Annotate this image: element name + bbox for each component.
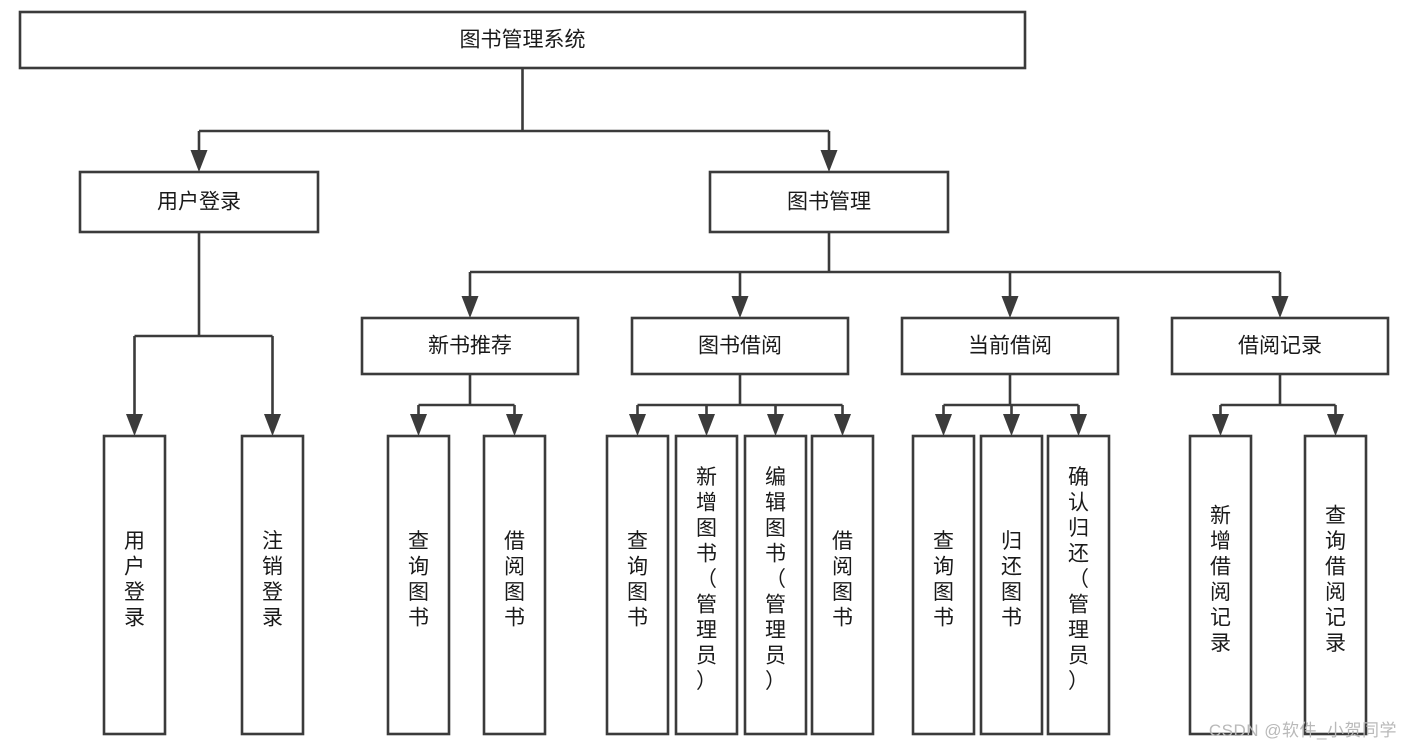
arrow-down-icon xyxy=(264,414,281,436)
node-book-management[interactable]: 图书管理 xyxy=(708,170,950,234)
node-new-book-recommend[interactable]: 新书推荐 xyxy=(360,316,580,376)
node-label-book-borrow: 图书借阅 xyxy=(698,335,782,358)
arrow-down-icon xyxy=(190,150,208,172)
node-box-borrow-borrow-book xyxy=(810,434,875,736)
node-label-records-query: 查询借阅记录 xyxy=(1325,504,1346,655)
node-box-records-add xyxy=(1188,434,1253,736)
node-box-current-confirm-return xyxy=(1046,434,1111,736)
arrow-down-icon xyxy=(461,296,479,318)
node-box-borrow-query-book xyxy=(605,434,670,736)
node-label-user-logout-leaf: 注销登录 xyxy=(262,530,283,630)
node-box-current-borrow xyxy=(900,316,1120,376)
node-borrow-records[interactable]: 借阅记录 xyxy=(1170,316,1390,376)
node-label-current-return-book: 归还图书 xyxy=(1001,530,1022,630)
node-box-borrow-records xyxy=(1170,316,1390,376)
node-label-recommend-borrow-book: 借阅图书 xyxy=(504,530,525,630)
arrow-down-icon xyxy=(410,414,427,436)
node-box-current-query-book xyxy=(911,434,976,736)
node-borrow-edit-book[interactable]: 编辑图书（管理员） xyxy=(743,434,808,736)
arrow-down-icon xyxy=(1003,414,1020,436)
node-current-confirm-return[interactable]: 确认归还（管理员） xyxy=(1046,434,1111,736)
arrow-down-icon xyxy=(698,414,715,436)
node-box-records-query xyxy=(1303,434,1368,736)
arrow-down-icon xyxy=(1212,414,1229,436)
node-label-book-management: 图书管理 xyxy=(787,191,871,214)
arrow-down-icon xyxy=(506,414,523,436)
node-label-borrow-borrow-book: 借阅图书 xyxy=(832,530,853,630)
node-records-add[interactable]: 新增借阅记录 xyxy=(1188,434,1253,736)
node-label-new-book-recommend: 新书推荐 xyxy=(428,335,512,358)
node-box-user-logout-leaf xyxy=(240,434,305,736)
node-recommend-borrow-book[interactable]: 借阅图书 xyxy=(482,434,547,736)
node-user-logout-leaf[interactable]: 注销登录 xyxy=(240,434,305,736)
arrow-down-icon xyxy=(935,414,952,436)
node-records-query[interactable]: 查询借阅记录 xyxy=(1303,434,1368,736)
node-borrow-query-book[interactable]: 查询图书 xyxy=(605,434,670,736)
node-current-borrow[interactable]: 当前借阅 xyxy=(900,316,1120,376)
arrow-down-icon xyxy=(126,414,143,436)
node-label-current-borrow: 当前借阅 xyxy=(968,335,1052,358)
arrow-down-icon xyxy=(767,414,784,436)
node-box-borrow-edit-book xyxy=(743,434,808,736)
node-book-borrow[interactable]: 图书借阅 xyxy=(630,316,850,376)
node-label-user-login-leaf: 用户登录 xyxy=(124,530,145,630)
node-label-root: 图书管理系统 xyxy=(460,29,586,52)
node-recommend-query-book[interactable]: 查询图书 xyxy=(386,434,451,736)
node-label-borrow-add-book: 新增图书（管理员） xyxy=(696,466,717,693)
node-box-recommend-borrow-book xyxy=(482,434,547,736)
arrow-down-icon xyxy=(834,414,851,436)
arrow-down-icon xyxy=(820,150,838,172)
node-box-borrow-add-book xyxy=(674,434,739,736)
node-box-user-login-leaf xyxy=(102,434,167,736)
node-user-login-leaf[interactable]: 用户登录 xyxy=(102,434,167,736)
node-borrow-add-book[interactable]: 新增图书（管理员） xyxy=(674,434,739,736)
node-box-user-login xyxy=(78,170,320,234)
node-label-records-add: 新增借阅记录 xyxy=(1210,504,1231,655)
node-user-login[interactable]: 用户登录 xyxy=(78,170,320,234)
node-label-borrow-records: 借阅记录 xyxy=(1238,335,1322,358)
nodes-layer: 图书管理系统用户登录用户登录注销登录图书管理新书推荐查询图书借阅图书图书借阅查询… xyxy=(18,10,1390,736)
arrow-down-icon xyxy=(1001,296,1019,318)
node-root[interactable]: 图书管理系统 xyxy=(18,10,1027,70)
node-box-recommend-query-book xyxy=(386,434,451,736)
node-box-current-return-book xyxy=(979,434,1044,736)
watermark-text: CSDN @软件_小贺同学 xyxy=(1208,721,1397,740)
node-label-recommend-query-book: 查询图书 xyxy=(408,530,429,630)
node-box-book-borrow xyxy=(630,316,850,376)
arrow-down-icon xyxy=(731,296,749,318)
node-label-borrow-edit-book: 编辑图书（管理员） xyxy=(765,466,786,693)
node-box-book-management xyxy=(708,170,950,234)
node-label-current-confirm-return: 确认归还（管理员） xyxy=(1068,466,1089,693)
arrow-down-icon xyxy=(1070,414,1087,436)
node-current-return-book[interactable]: 归还图书 xyxy=(979,434,1044,736)
node-borrow-borrow-book[interactable]: 借阅图书 xyxy=(810,434,875,736)
connectors-layer xyxy=(126,68,1344,436)
node-label-current-query-book: 查询图书 xyxy=(933,530,954,630)
node-label-user-login: 用户登录 xyxy=(157,191,241,214)
node-box-root xyxy=(18,10,1027,70)
arrow-down-icon xyxy=(629,414,646,436)
node-current-query-book[interactable]: 查询图书 xyxy=(911,434,976,736)
node-box-new-book-recommend xyxy=(360,316,580,376)
arrow-down-icon xyxy=(1271,296,1289,318)
arrow-down-icon xyxy=(1327,414,1344,436)
node-label-borrow-query-book: 查询图书 xyxy=(627,530,648,630)
